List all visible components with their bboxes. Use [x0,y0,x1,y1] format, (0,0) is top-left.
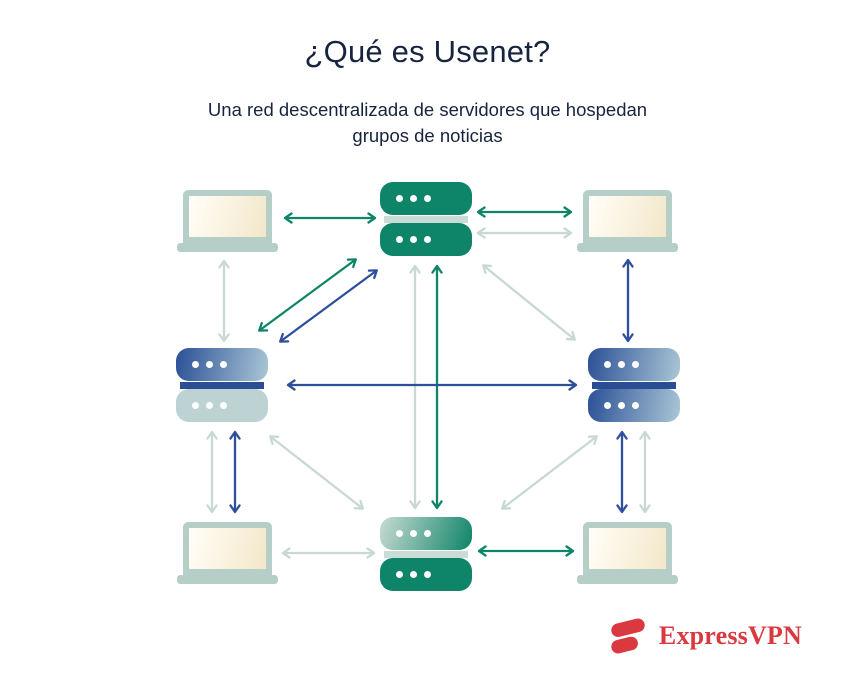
laptop-node-top-left [177,190,278,252]
server-unit [380,517,472,550]
arrow-server-left-server-top-green [258,258,357,332]
server-node-right [588,348,680,422]
page-subtitle: Una red descentralizada de servidores qu… [207,99,648,147]
server-divider [384,215,468,223]
laptop-node-bottom-right [577,522,678,584]
server-node-top [380,182,472,256]
expressvpn-logo-icon [611,618,645,654]
server-unit [588,389,680,422]
laptop-node-top-right [577,190,678,252]
laptop-screen [583,190,672,243]
laptop-screen [583,522,672,575]
arrow-server-left-server-bottom [269,435,364,510]
server-unit [380,182,472,215]
laptop-node-bottom-left [177,522,278,584]
server-unit [588,348,680,381]
laptop-base [577,243,678,252]
server-divider [180,381,264,389]
header: ¿Qué es Usenet? Una red descentralizada … [0,0,855,150]
server-unit [176,389,268,422]
brand-lockup: ExpressVPN [604,615,802,657]
laptop-base [577,575,678,584]
server-divider [384,550,468,558]
server-unit [380,558,472,591]
server-node-left [176,348,268,422]
laptop-base [177,243,278,252]
server-divider [592,381,676,389]
laptop-screen [183,522,272,575]
arrow-server-left-server-top-blue [279,269,378,343]
server-unit [176,348,268,381]
laptop-base [177,575,278,584]
laptop-screen [183,190,272,243]
page-title: ¿Qué es Usenet? [304,34,551,69]
server-node-bottom [380,517,472,591]
brand-name: ExpressVPN [658,621,802,650]
arrow-server-bottom-server-right [501,435,598,510]
server-unit [380,223,472,256]
arrow-server-top-server-right [482,264,576,341]
